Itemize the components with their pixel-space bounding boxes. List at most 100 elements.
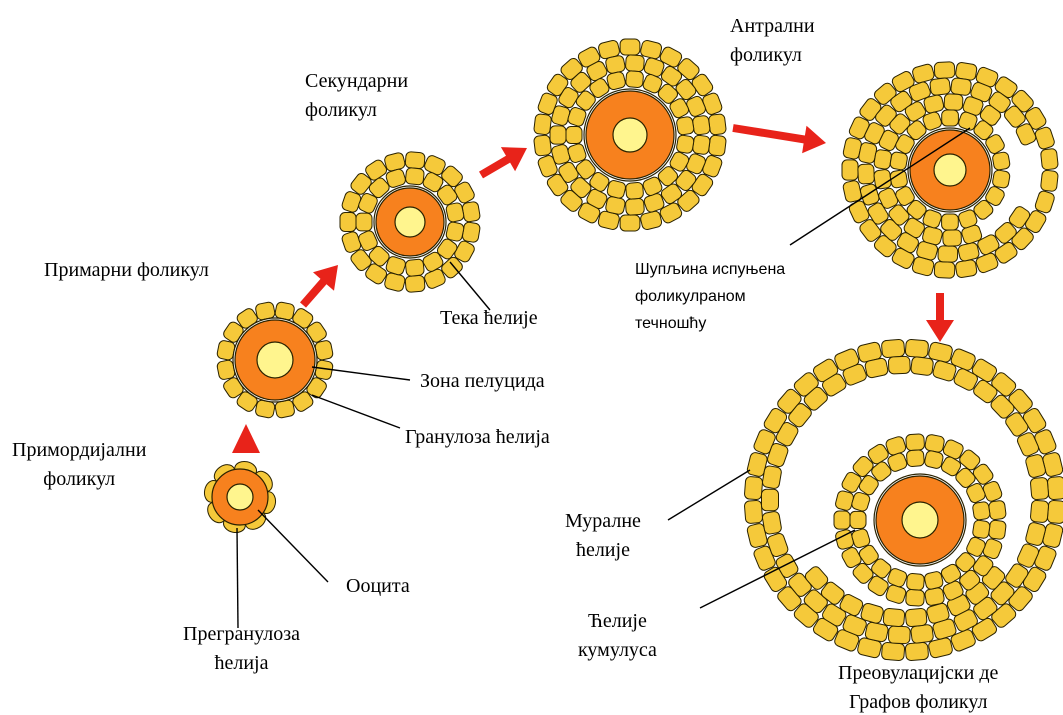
granulosa-cell (934, 261, 955, 278)
graafian-follicle (744, 339, 1063, 661)
arrow-late-to-antral (732, 124, 826, 153)
granulosa-cell (405, 275, 425, 293)
nucleus (395, 207, 425, 237)
granulosa-cell (850, 511, 866, 528)
nucleus (934, 154, 966, 186)
granulosa-cell (888, 356, 910, 374)
label-mural-cells: Муралне ћелије (565, 507, 641, 565)
granulosa-cell (1047, 476, 1063, 500)
granulosa-cell (445, 202, 464, 223)
arrow-secondary-to-late (479, 147, 527, 178)
granulosa-cell (834, 490, 854, 512)
granulosa-cell (873, 149, 892, 170)
granulosa-cell (692, 115, 710, 135)
granulosa-cell (356, 213, 372, 231)
granulosa-cell (605, 55, 626, 74)
arrow-primordial-to-primary (232, 424, 260, 453)
antral-follicle (842, 62, 1058, 279)
leader-oocyte (258, 510, 328, 582)
granulosa-cell (533, 135, 551, 157)
label-pregranulosa-cell: Прегранулоза ћелија (183, 620, 300, 678)
granulosa-cell (744, 500, 763, 524)
late-secondary-follicle (533, 39, 726, 231)
follicle-shapes (203, 39, 1063, 661)
granulosa-cell (992, 151, 1011, 170)
granulosa-cell (957, 242, 980, 262)
granulosa-cell (762, 465, 782, 489)
label-antral-cavity: Шупљина испуњена фоликулраном течношћу (635, 256, 785, 337)
granulosa-cell (1040, 148, 1058, 170)
granulosa-cell (881, 339, 905, 358)
granulosa-cell (942, 214, 959, 230)
granulosa-cell (943, 230, 962, 247)
granulosa-cell (708, 114, 726, 136)
granulosa-cell (906, 434, 925, 451)
granulosa-cell (708, 135, 726, 157)
stage-title-preovulatory: Преовулацијски де Графов фоликул (838, 659, 998, 715)
arrow-antral-to-graafian (926, 293, 954, 342)
granulosa-cell (955, 259, 978, 278)
granulosa-cell (692, 135, 710, 155)
granulosa-cell (889, 151, 908, 170)
granulosa-cell (988, 520, 1006, 540)
granulosa-cell (625, 55, 644, 72)
granulosa-cell (605, 196, 626, 215)
granulosa-cell (972, 501, 990, 520)
granulosa-cell (924, 434, 945, 453)
nucleus (257, 342, 293, 378)
stage-title-primary: Примарни фоликул (44, 256, 209, 285)
leader-mural (668, 470, 750, 520)
granulosa-cell (676, 116, 695, 135)
granulosa-cell (873, 169, 891, 189)
granulosa-cell (930, 78, 951, 96)
granulosa-cell (910, 624, 933, 644)
label-cumulus-cells: Ћелије кумулуса (578, 607, 657, 665)
arrow-primary-to-secondary (300, 265, 338, 308)
granulosa-cell (384, 272, 406, 292)
granulosa-cell (533, 114, 551, 136)
granulosa-cell (405, 259, 424, 277)
granulosa-cell (340, 213, 356, 232)
granulosa-cell (462, 201, 481, 222)
granulosa-cell (762, 489, 779, 510)
granulosa-cell (944, 94, 963, 111)
granulosa-cell (625, 198, 644, 215)
granulosa-cell (858, 164, 875, 184)
granulosa-cell (924, 450, 944, 469)
granulosa-cell (676, 134, 695, 153)
leader-granulosa (312, 395, 400, 428)
granulosa-cell (1030, 477, 1049, 500)
granulosa-cell (762, 511, 782, 535)
granulosa-cell (606, 71, 626, 91)
granulosa-cell (405, 167, 424, 185)
granulosa-cell (625, 71, 643, 88)
primary-follicle (216, 301, 333, 418)
granulosa-cell (384, 152, 406, 172)
granulosa-cell (620, 39, 640, 55)
stage-title-primordial: Примордијални фоликул (12, 436, 146, 494)
label-oocyte: Ооцита (346, 572, 410, 601)
stage-title-antral: Антрални фоликул (730, 12, 815, 70)
granulosa-cell (910, 356, 933, 376)
granulosa-cell (906, 589, 925, 606)
granulosa-cell (405, 151, 425, 169)
granulosa-cell (888, 626, 910, 644)
granulosa-cell (550, 126, 566, 144)
nucleus (227, 484, 253, 510)
granulosa-cell (1047, 500, 1063, 524)
leader-pregranulosa (237, 528, 238, 628)
granulosa-cell (906, 450, 924, 467)
granulosa-cell (950, 77, 971, 95)
granulosa-cell (905, 608, 927, 627)
granulosa-cell (834, 511, 850, 529)
granulosa-cell (942, 110, 959, 126)
granulosa-cell (924, 571, 944, 590)
granulosa-cell (744, 476, 763, 500)
label-theca-cells: Тека ћелије (440, 304, 538, 333)
stage-title-secondary: Секундарни фоликул (305, 67, 408, 125)
leader-theca (450, 262, 490, 310)
granulosa-cell (988, 500, 1006, 520)
cumulus-oophorus (834, 434, 1006, 607)
primordial-follicle (203, 460, 278, 535)
